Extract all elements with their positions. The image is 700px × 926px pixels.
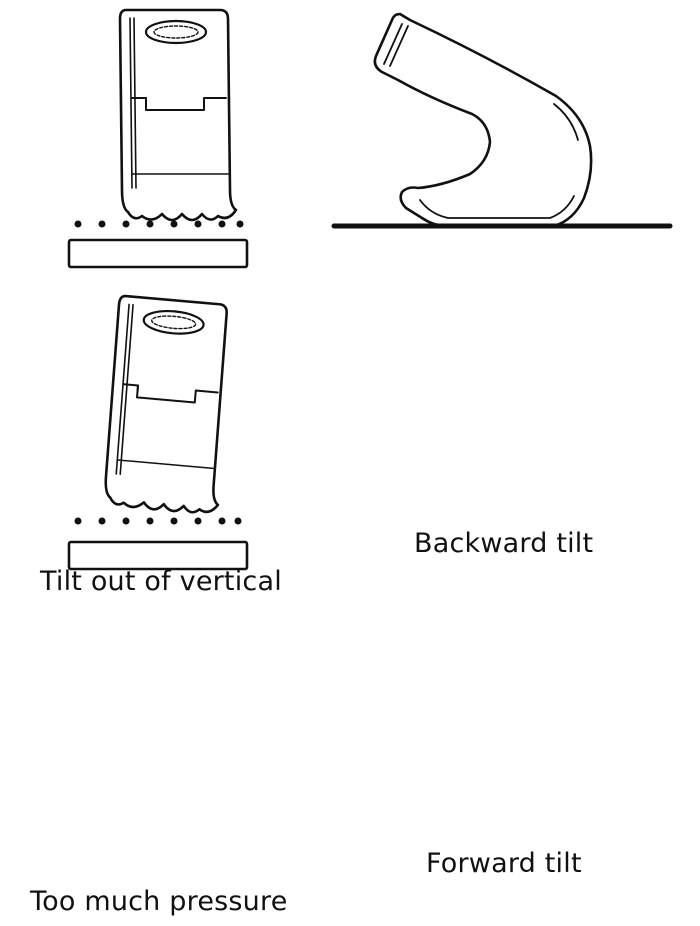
front-view-tilted — [100, 294, 237, 517]
base-plate-row-2 — [67, 540, 249, 571]
caption-backward-tilt: Backward tilt — [414, 528, 594, 559]
caption-too-much-pressure: Too much pressure — [30, 886, 288, 917]
base-plate-row-1 — [67, 238, 249, 269]
side-view-flat — [373, 12, 593, 228]
skin-dots-row-1 — [74, 220, 244, 228]
front-view-upright — [118, 8, 238, 222]
caption-forward-tilt: Forward tilt — [426, 848, 582, 879]
skin-dots-row-2 — [74, 517, 242, 525]
caption-tilt-out-of-vertical: Tilt out of vertical — [40, 566, 282, 597]
